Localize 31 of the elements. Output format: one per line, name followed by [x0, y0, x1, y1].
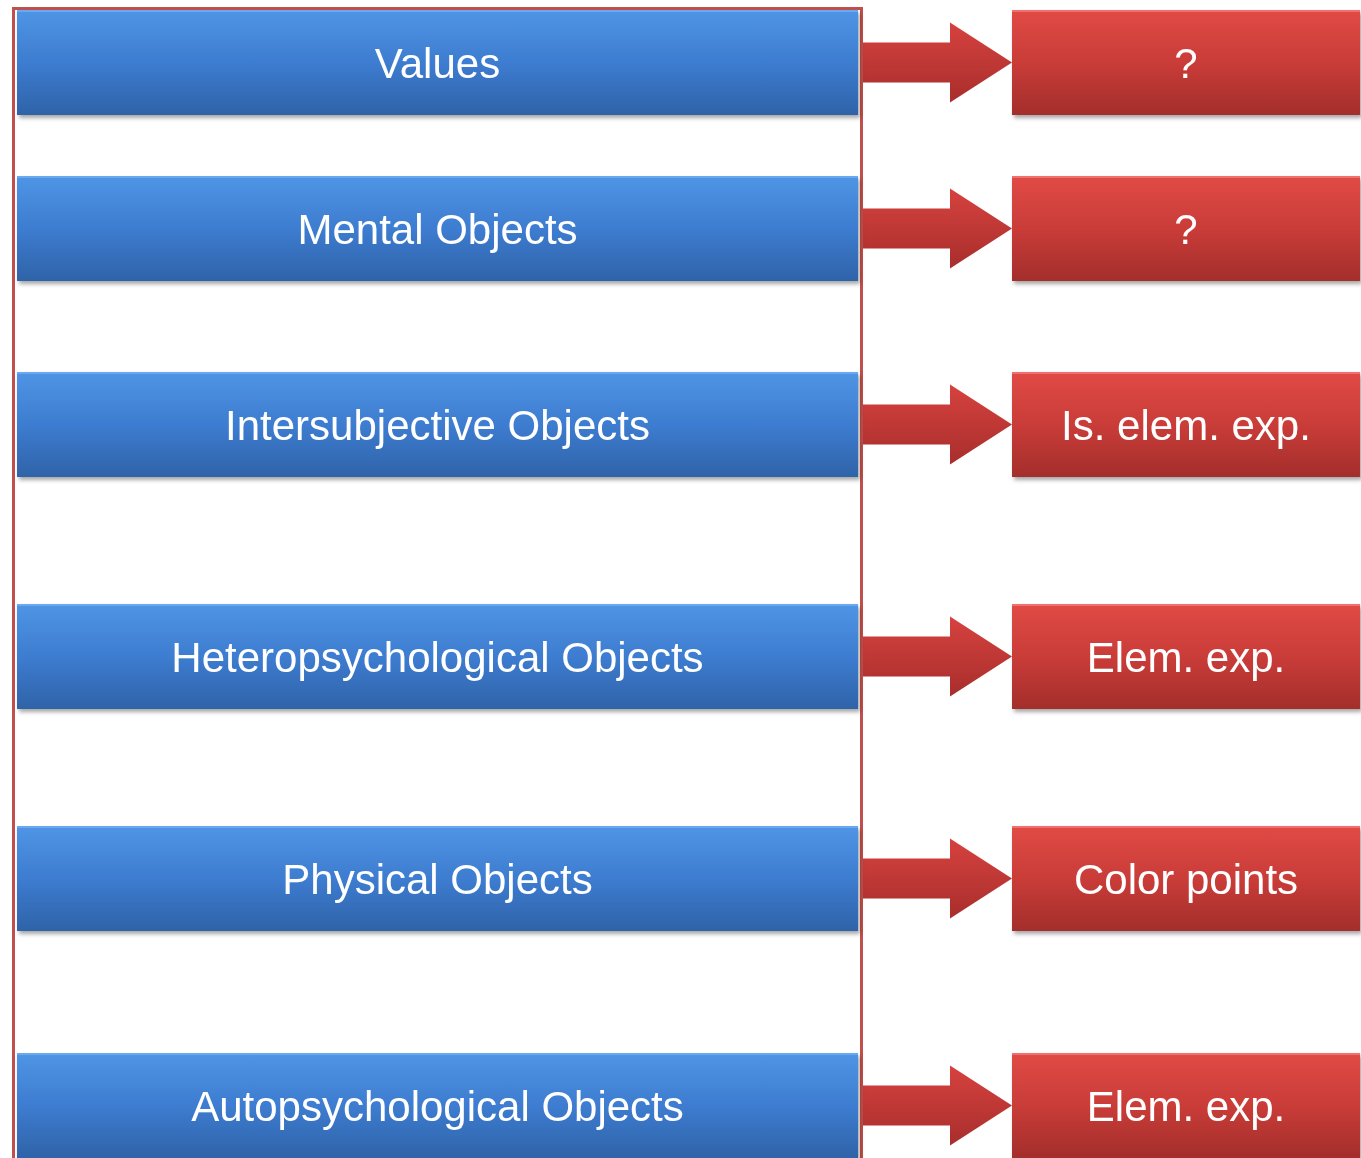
block-arrow: [863, 188, 1012, 269]
result-box: [1012, 372, 1360, 477]
block-arrow: [863, 384, 1012, 465]
box-label: Values: [374, 42, 501, 85]
box-label: ?: [1174, 42, 1198, 85]
category-bar: [17, 1053, 858, 1158]
category-bar: [17, 10, 858, 115]
box-label: Intersubjective Objects: [225, 404, 650, 447]
outline-frame: [12, 7, 863, 1158]
category-bar: [17, 176, 858, 281]
box-label: Elem. exp.: [1086, 636, 1286, 679]
result-box: [1012, 176, 1360, 281]
block-arrow: [863, 1065, 1012, 1146]
category-bar: [17, 372, 858, 477]
result-box: [1012, 826, 1360, 931]
block-arrow: [863, 616, 1012, 697]
box-label: ?: [1174, 208, 1198, 251]
result-box: [1012, 1053, 1360, 1158]
box-label: Heteropsychological Objects: [171, 636, 704, 679]
block-arrow: [863, 838, 1012, 919]
category-bar: [17, 826, 858, 931]
box-label: Physical Objects: [282, 858, 593, 901]
box-label: Mental Objects: [297, 208, 578, 251]
box-label: Color points: [1073, 858, 1299, 901]
block-arrow: [863, 22, 1012, 103]
box-label: Autopsychological Objects: [191, 1085, 684, 1128]
category-bar: [17, 604, 858, 709]
box-label: Elem. exp.: [1086, 1085, 1286, 1128]
result-box: [1012, 604, 1360, 709]
result-box: [1012, 10, 1360, 115]
box-label: Is. elem. exp.: [1061, 404, 1311, 447]
